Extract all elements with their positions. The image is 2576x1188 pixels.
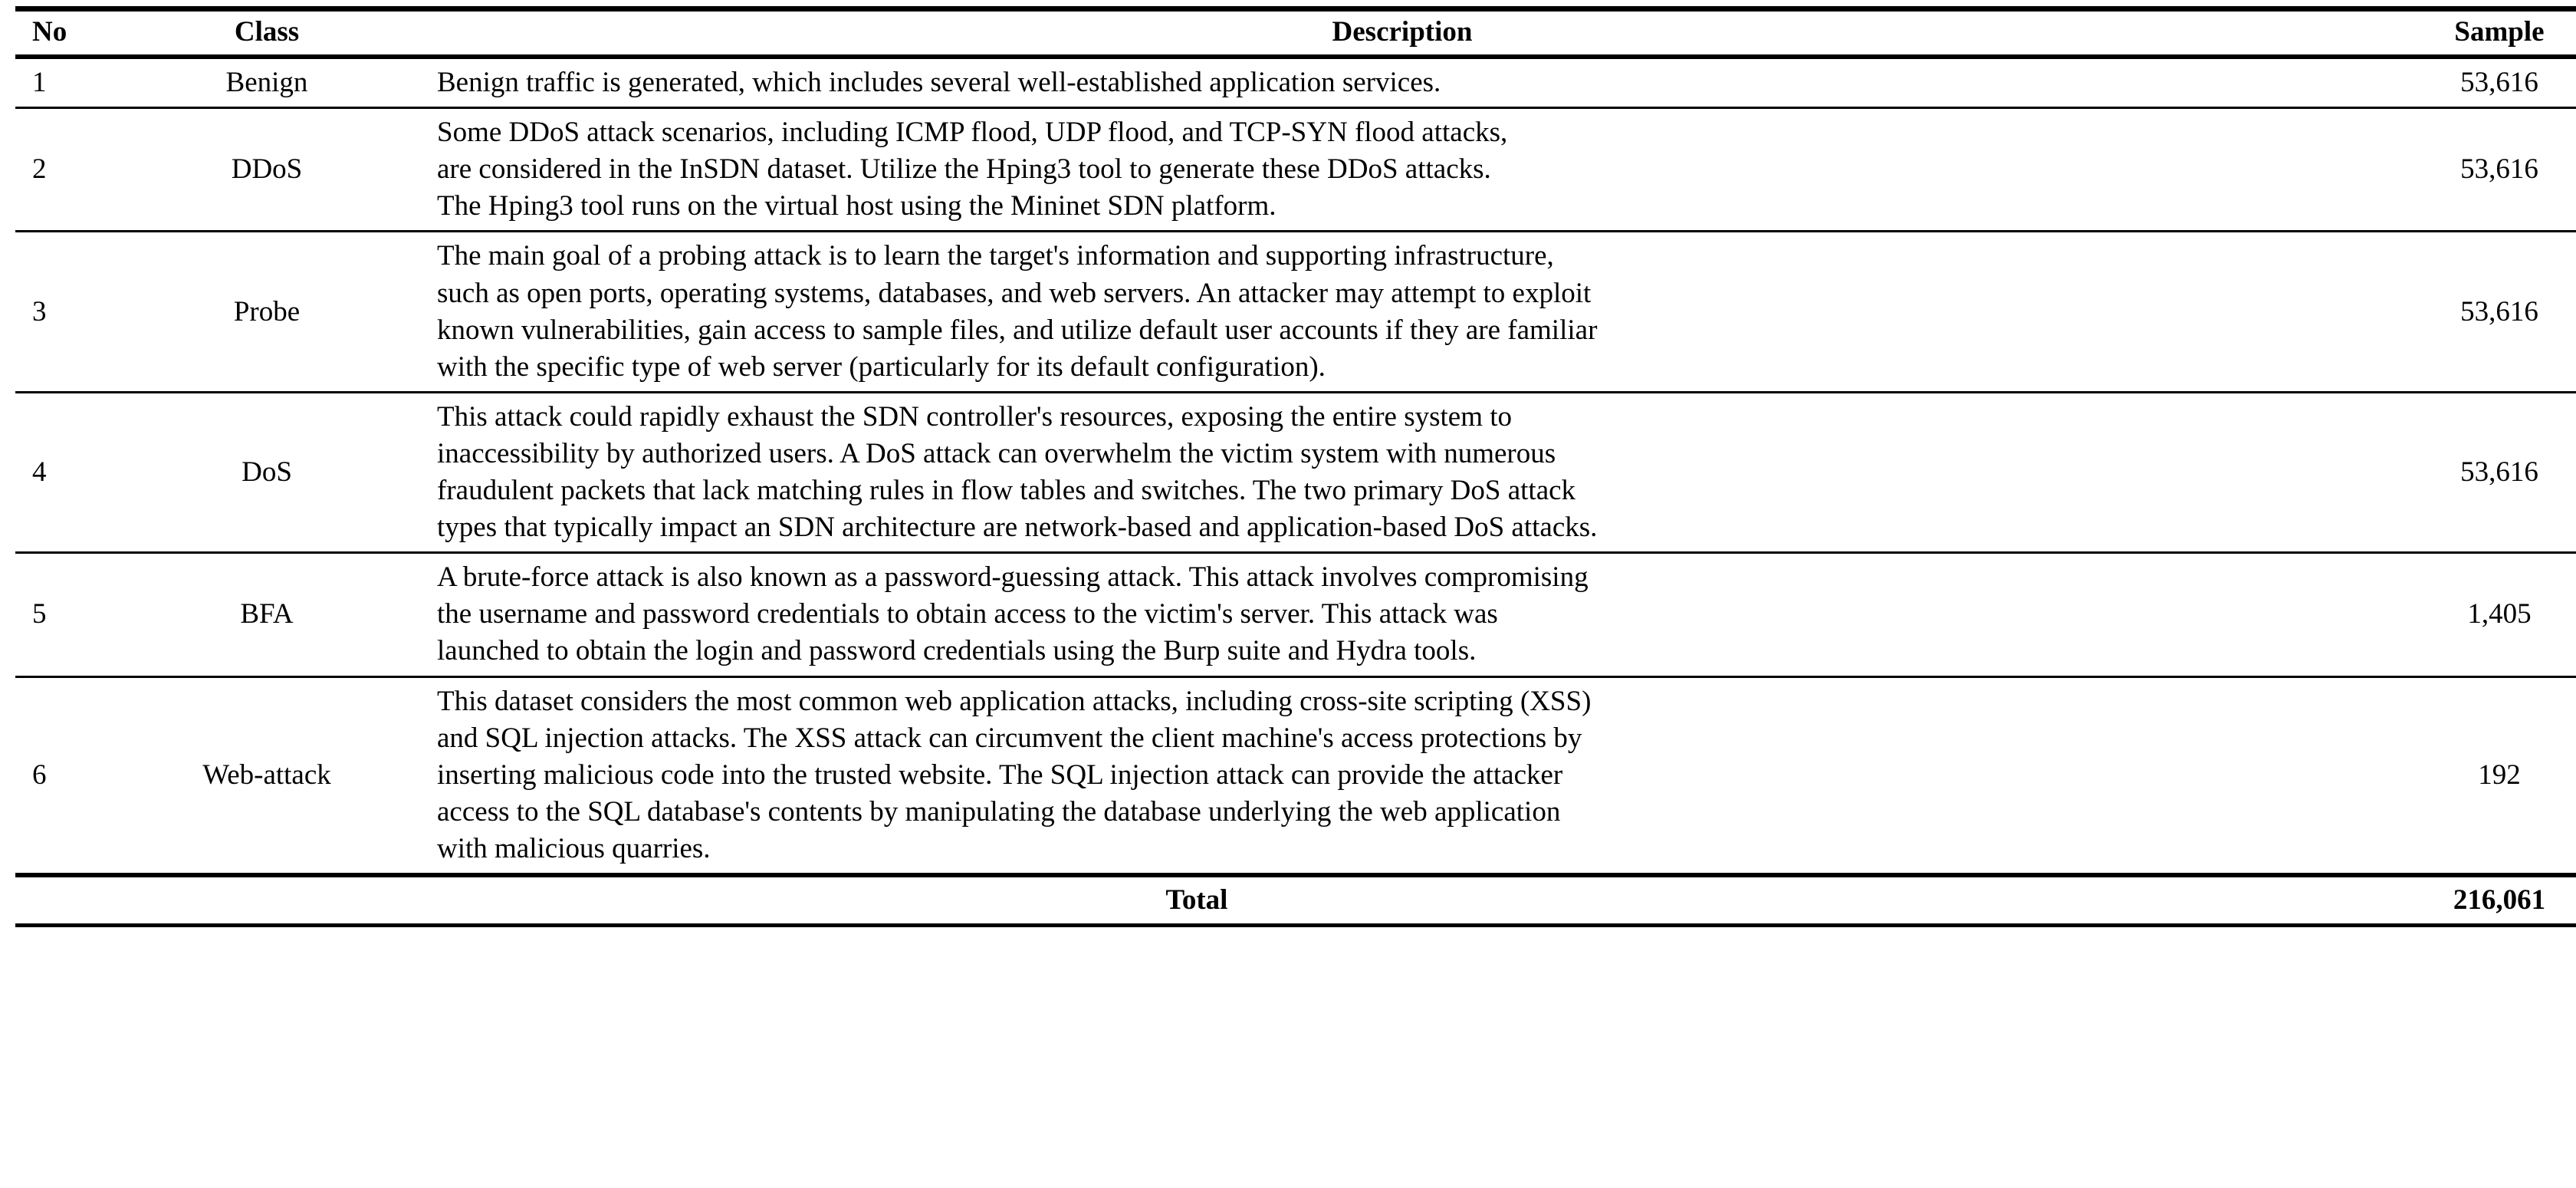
cell-sample: 192 xyxy=(2378,676,2576,877)
cell-sample: 53,616 xyxy=(2378,57,2576,110)
description-line: such as open ports, operating systems, d… xyxy=(437,277,1592,309)
table-total-row: Total 216,061 xyxy=(15,872,2576,928)
cell-description: The main goal of a probing attack is to … xyxy=(426,231,2378,393)
description-line: known vulnerabilities, gain access to sa… xyxy=(437,314,1598,346)
column-header-description: Description xyxy=(426,6,2378,60)
description-line: and SQL injection attacks. The XSS attac… xyxy=(437,722,1582,754)
table-row: 4 DoS This attack could rapidly exhaust … xyxy=(15,392,2576,555)
description-line: inserting malicious code into the truste… xyxy=(437,759,1563,791)
cell-class: DDoS xyxy=(107,107,426,233)
description-line: Benign traffic is generated, which inclu… xyxy=(437,67,1441,99)
description-line: are considered in the InSDN dataset. Uti… xyxy=(437,153,1491,186)
cell-no: 5 xyxy=(15,552,107,678)
table-body: 1 Benign Benign traffic is generated, wh… xyxy=(15,57,2576,928)
table-row: 3 Probe The main goal of a probing attac… xyxy=(15,231,2576,393)
description-line: The main goal of a probing attack is to … xyxy=(437,240,1554,272)
description-line: access to the SQL database's contents by… xyxy=(437,795,1561,828)
column-header-no: No xyxy=(15,6,107,60)
table-head: No Class Description Sample xyxy=(15,6,2576,60)
description-line: A brute-force attack is also known as a … xyxy=(437,561,1589,594)
cell-class: Benign xyxy=(107,57,426,110)
description-line: This dataset considers the most common w… xyxy=(437,685,1592,717)
cell-class: Probe xyxy=(107,231,426,393)
column-header-sample: Sample xyxy=(2378,6,2576,60)
table-row: 2 DDoS Some DDoS attack scenarios, inclu… xyxy=(15,107,2576,233)
cell-description: This attack could rapidly exhaust the SD… xyxy=(426,392,2378,555)
cell-description: This dataset considers the most common w… xyxy=(426,676,2378,877)
description-line: inaccessibility by authorized users. A D… xyxy=(437,437,1556,469)
cell-description: A brute-force attack is also known as a … xyxy=(426,552,2378,678)
description-line: This attack could rapidly exhaust the SD… xyxy=(437,400,1513,433)
cell-no: 2 xyxy=(15,107,107,233)
cell-class: BFA xyxy=(107,552,426,678)
column-header-class: Class xyxy=(107,6,426,60)
description-line: Some DDoS attack scenarios, including IC… xyxy=(437,117,1508,149)
cell-sample: 1,405 xyxy=(2378,552,2576,678)
description-line: launched to obtain the login and passwor… xyxy=(437,635,1477,667)
cell-sample: 53,616 xyxy=(2378,107,2576,233)
description-line: with malicious quarries. xyxy=(437,832,711,864)
cell-class: Web-attack xyxy=(107,676,426,877)
dataset-class-table: No Class Description Sample 1 Benign Ben… xyxy=(15,6,2576,928)
table-row: 1 Benign Benign traffic is generated, wh… xyxy=(15,57,2576,110)
description-line: the username and password credentials to… xyxy=(437,598,1498,630)
cell-class: DoS xyxy=(107,392,426,555)
cell-description: Some DDoS attack scenarios, including IC… xyxy=(426,107,2378,233)
table-row: 5 BFA A brute-force attack is also known… xyxy=(15,552,2576,678)
total-label: Total xyxy=(15,872,2378,928)
description-line: fraudulent packets that lack matching ru… xyxy=(437,475,1576,507)
table-header-row: No Class Description Sample xyxy=(15,6,2576,60)
cell-no: 6 xyxy=(15,676,107,877)
description-line: types that typically impact an SDN archi… xyxy=(437,512,1598,544)
table-container: No Class Description Sample 1 Benign Ben… xyxy=(0,6,2576,928)
cell-sample: 53,616 xyxy=(2378,392,2576,555)
cell-no: 4 xyxy=(15,392,107,555)
description-line: The Hping3 tool runs on the virtual host… xyxy=(437,190,1276,222)
cell-sample: 53,616 xyxy=(2378,231,2576,393)
description-line: with the specific type of web server (pa… xyxy=(437,350,1326,383)
table-row: 6 Web-attack This dataset considers the … xyxy=(15,676,2576,877)
cell-no: 1 xyxy=(15,57,107,110)
cell-description: Benign traffic is generated, which inclu… xyxy=(426,57,2378,110)
total-value: 216,061 xyxy=(2378,872,2576,928)
cell-no: 3 xyxy=(15,231,107,393)
